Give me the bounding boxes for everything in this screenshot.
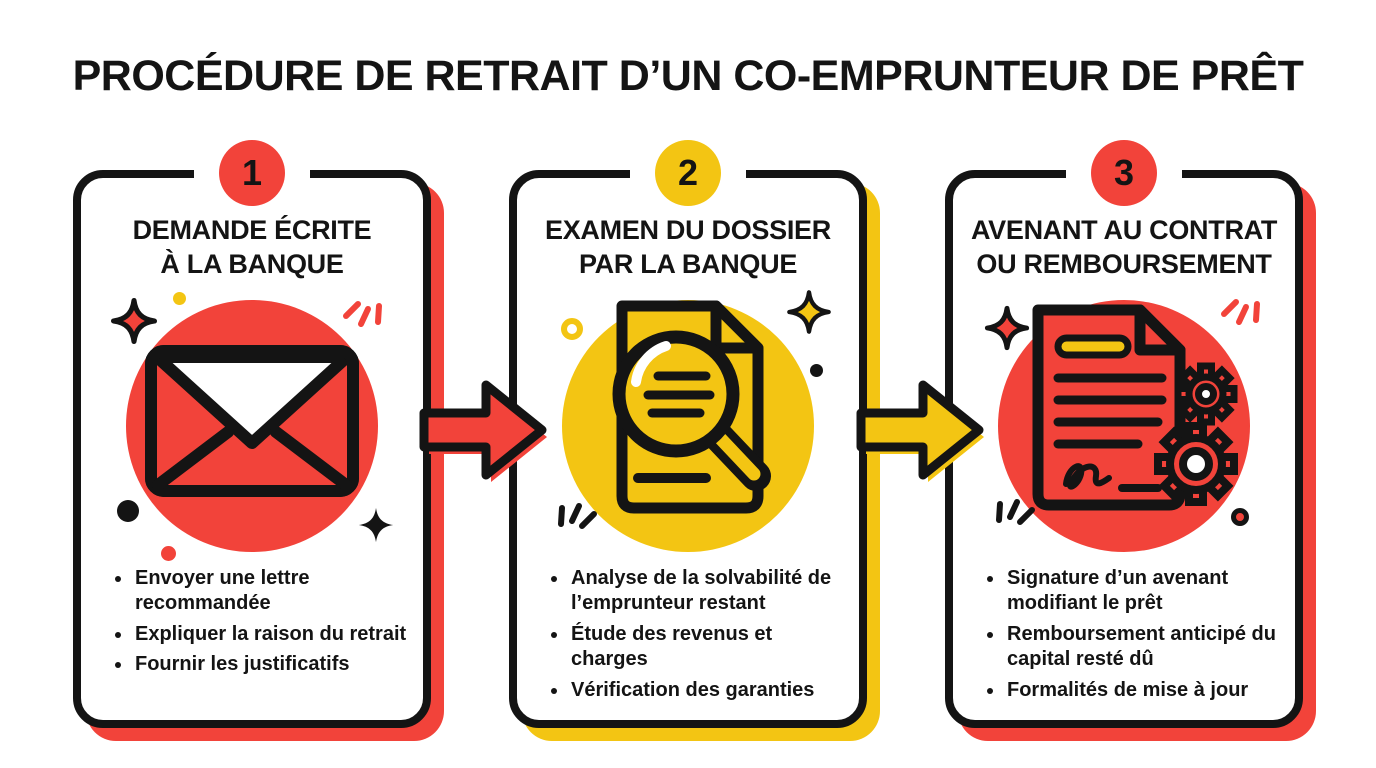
step-1-title: DEMANDE ÉCRITE À LA BANQUE [81, 214, 423, 282]
page-title: PROCÉDURE DE RETRAIT D’UN CO-EMPRUNTEUR … [72, 52, 1304, 100]
bullet-item: Fournir les justificatifs [133, 652, 411, 677]
step-number: 2 [677, 152, 699, 193]
sparkle-burst-icon [343, 301, 382, 327]
small-gear [1174, 362, 1238, 426]
sparkle-dot [173, 292, 186, 305]
sparkle-star-icon [984, 305, 1030, 351]
step-3-illustration [953, 178, 1295, 720]
sparkle-dot [117, 500, 139, 522]
document-magnifier-icon [612, 300, 771, 514]
sparkle-dot [161, 546, 176, 561]
sparkle-burst-icon [1221, 299, 1260, 325]
step-card-3: 3 AVENANT AU CONTRAT OU REMBOURSEMENT [945, 140, 1303, 728]
step-3-number-badge: 3 [1091, 140, 1157, 206]
bullet-item: Remboursement anticipé du capital resté … [1005, 622, 1283, 673]
sparkle-burst-icon [996, 499, 1035, 525]
bullet-item: Expliquer la raison du retrait [133, 622, 411, 647]
step-title-line2: OU REMBOURSEMENT [976, 248, 1272, 279]
contract-gears-icon [1032, 304, 1238, 511]
bullet-item: Analyse de la solvabilité de l’emprunteu… [569, 566, 847, 617]
step-2-number-badge: 2 [655, 140, 721, 206]
bullet-item: Vérification des garanties [569, 678, 847, 703]
step-title-line2: À LA BANQUE [160, 248, 344, 279]
arrow-right-icon [856, 380, 984, 482]
step-card-1: 1 DEMANDE ÉCRITE À LA BANQUE [73, 140, 431, 728]
step-2-illustration [517, 178, 859, 720]
sparkle-dot [1231, 508, 1249, 526]
arrow-right-icon [419, 380, 547, 482]
bullet-item: Envoyer une lettre recommandée [133, 566, 411, 617]
step-title-line1: AVENANT AU CONTRAT [970, 215, 1278, 245]
sparkle-dot [810, 364, 823, 377]
sparkle-star-icon [110, 297, 158, 345]
step-title-line2: PAR LA BANQUE [578, 248, 798, 279]
step-3-title: AVENANT AU CONTRAT OU REMBOURSEMENT [953, 214, 1295, 282]
step-number: 1 [241, 152, 263, 193]
large-gear [1154, 422, 1238, 506]
sparkle-ring-icon [561, 318, 583, 340]
sparkle-star-icon [787, 290, 831, 334]
step-1-illustration [81, 178, 423, 720]
bullet-item: Formalités de mise à jour [1005, 678, 1283, 703]
step-2-title: EXAMEN DU DOSSIER PAR LA BANQUE [517, 214, 859, 282]
envelope-icon [145, 345, 359, 497]
step-1-bullets: Envoyer une lettre recommandée Expliquer… [109, 566, 411, 683]
step-card-2: 2 EXAMEN DU DOSSIER PAR LA BANQUE [509, 140, 867, 728]
bullet-item: Étude des revenus et charges [569, 622, 847, 673]
step-title-line1: EXAMEN DU DOSSIER [545, 215, 831, 245]
sparkle-burst-icon [558, 503, 597, 529]
step-3-bullets: Signature d’un avenant modifiant le prêt… [981, 566, 1283, 708]
step-number: 3 [1113, 152, 1135, 193]
sparkle-star-icon [358, 507, 394, 543]
bullet-item: Signature d’un avenant modifiant le prêt [1005, 566, 1283, 617]
step-1-number-badge: 1 [219, 140, 285, 206]
step-title-line1: DEMANDE ÉCRITE [132, 215, 372, 245]
step-2-bullets: Analyse de la solvabilité de l’emprunteu… [545, 566, 847, 708]
